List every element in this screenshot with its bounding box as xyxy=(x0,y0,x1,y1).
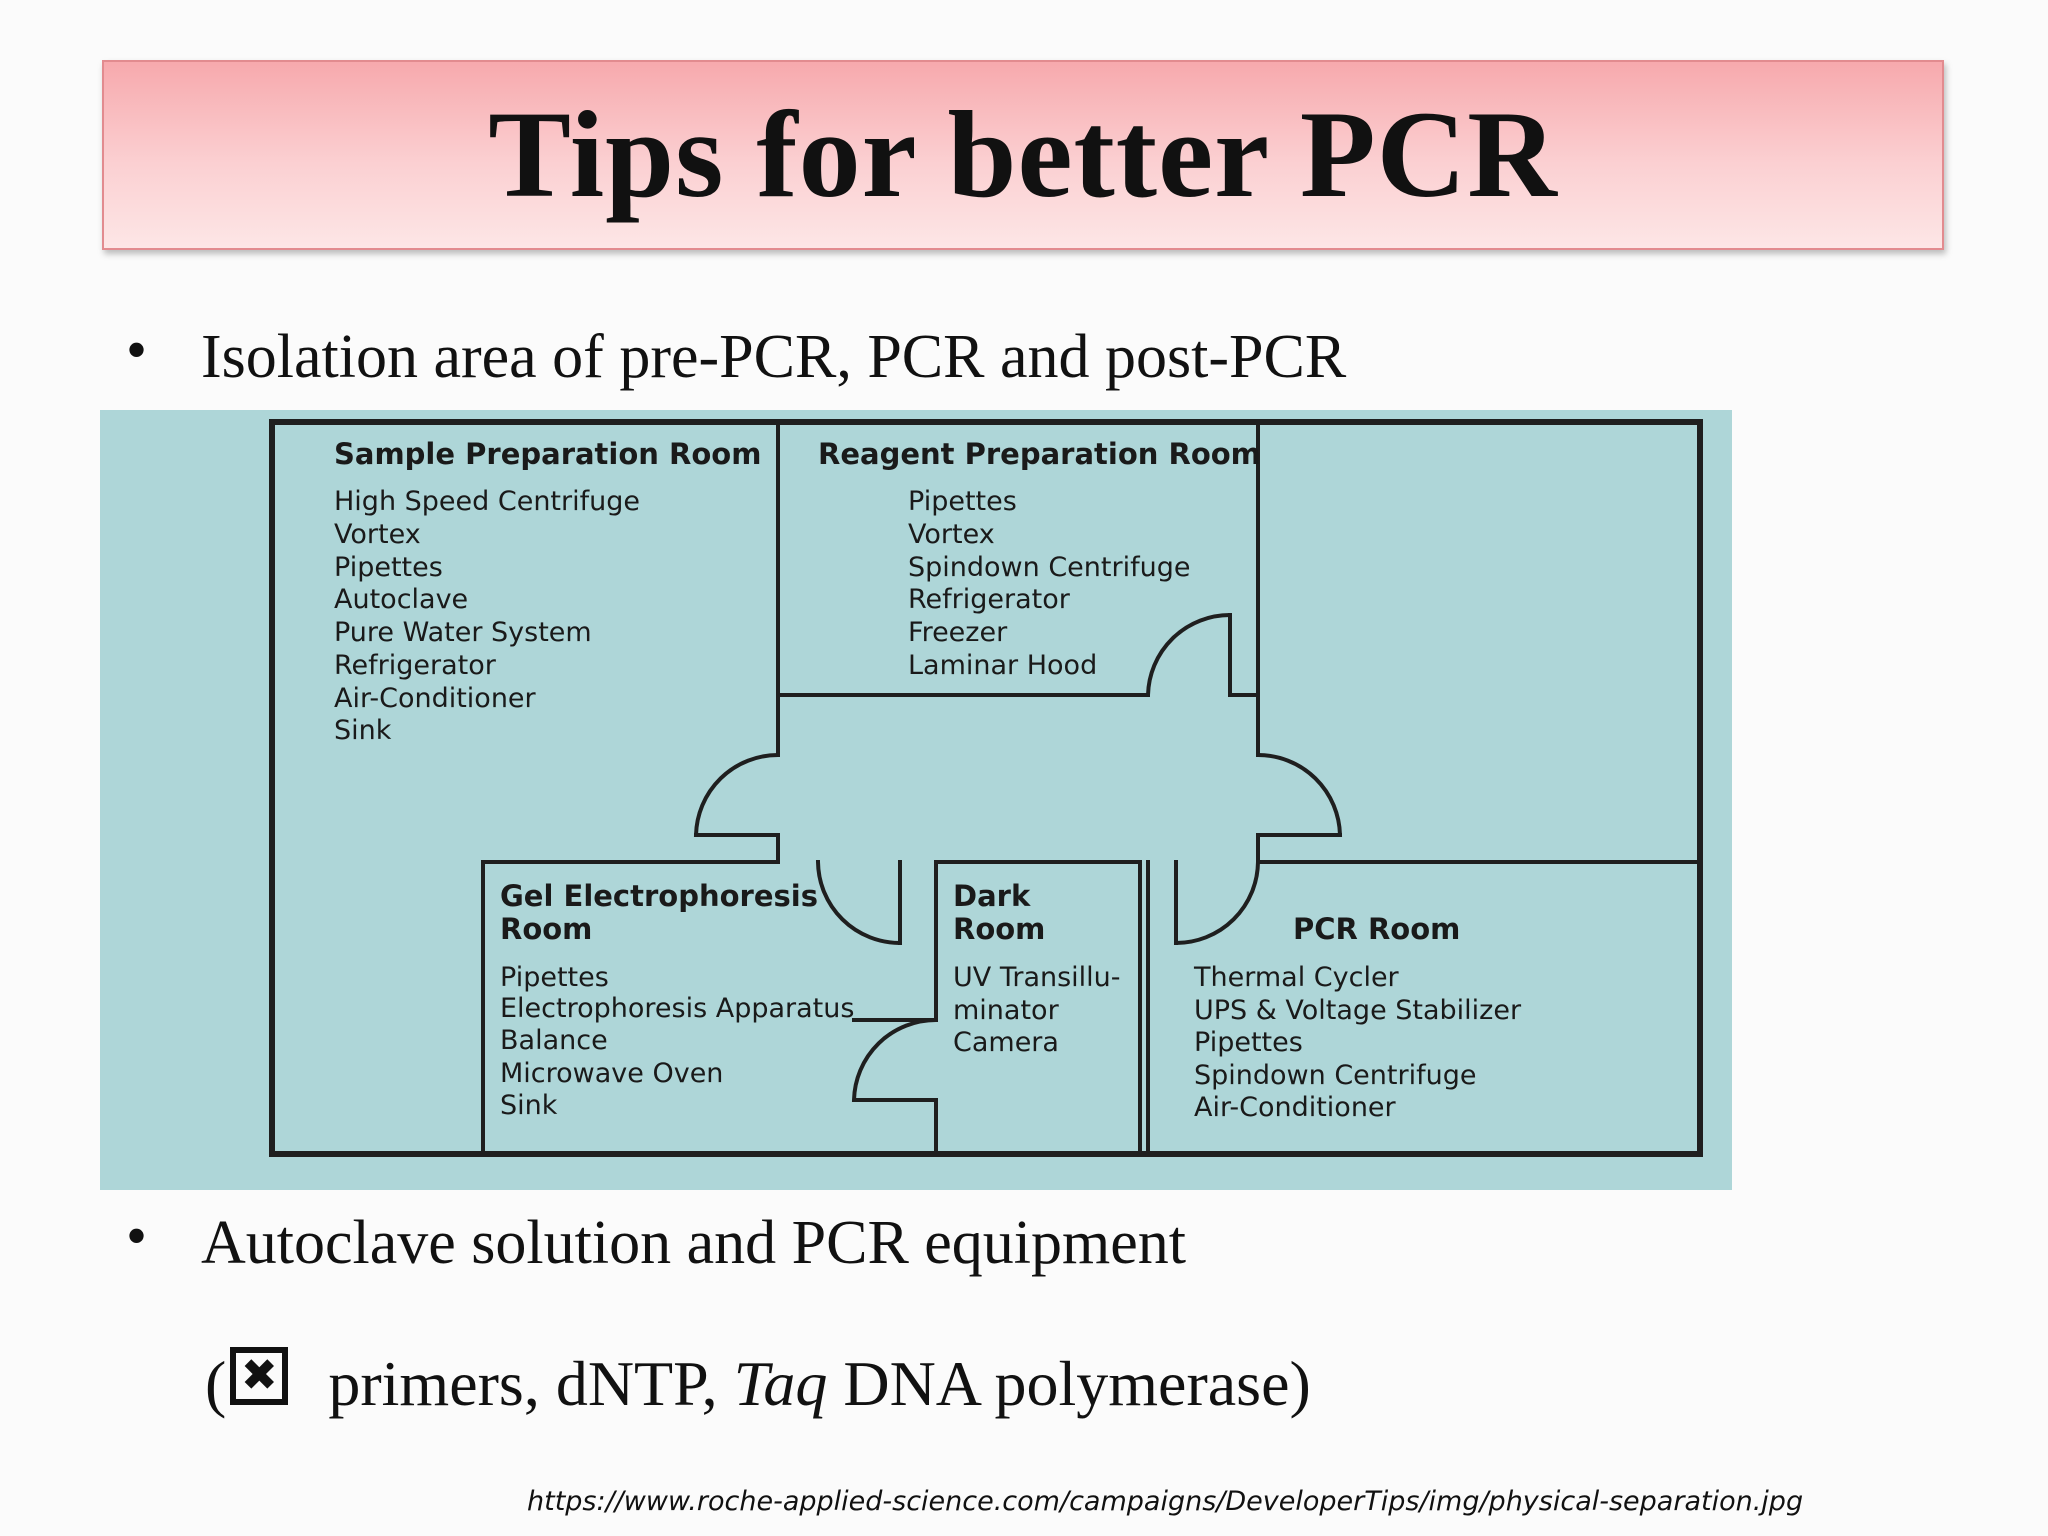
list-item: Pipettes xyxy=(334,552,443,583)
list-item: Electrophoresis Apparatus xyxy=(500,993,854,1024)
list-item: UV Transillu- xyxy=(953,962,1121,993)
bullet-text: Autoclave solution and PCR equipment xyxy=(201,1209,1187,1277)
list-item: Autoclave xyxy=(334,584,468,615)
room-title-gel-line1: Gel Electrophoresis xyxy=(500,879,818,913)
list-item: Spindown Centrifuge xyxy=(908,552,1190,583)
list-item: Freezer xyxy=(908,617,1008,648)
door-swing xyxy=(1255,752,1343,838)
pcr-items: Thermal Cycler UPS & Voltage Stabilizer … xyxy=(1193,962,1522,1123)
list-item: Vortex xyxy=(908,519,995,550)
room-title-dark-line1: Dark xyxy=(953,879,1031,913)
door-swing xyxy=(1145,612,1233,698)
open-paren: ( xyxy=(205,1348,227,1419)
list-item: High Speed Centrifuge xyxy=(334,486,640,517)
bullet-dot: • xyxy=(126,1203,148,1269)
list-item: Balance xyxy=(500,1025,608,1056)
bullet-dot: • xyxy=(126,317,148,383)
sub-bullet-text: primers, dNTP, xyxy=(312,1348,734,1419)
outer-wall xyxy=(269,419,1703,1157)
floor-plan-background xyxy=(100,410,1732,1190)
list-item: Air-Conditioner xyxy=(334,683,537,714)
list-item: Pipettes xyxy=(500,962,609,993)
taq-italic: Taq xyxy=(733,1348,828,1419)
list-item: Microwave Oven xyxy=(500,1058,723,1089)
list-item: Refrigerator xyxy=(334,650,497,681)
door-swing xyxy=(851,1017,939,1102)
gel-items: Pipettes Electrophoresis Apparatus Balan… xyxy=(500,962,854,1121)
door-swing xyxy=(693,752,781,838)
room-title-sample-prep: Sample Preparation Room xyxy=(334,437,761,471)
list-item: minator xyxy=(953,995,1060,1026)
x-mark: ✖ xyxy=(240,1350,278,1401)
reagent-prep-items: Pipettes Vortex Spindown Centrifuge Refr… xyxy=(908,486,1190,681)
list-item: Pure Water System xyxy=(334,617,592,648)
list-item: Sink xyxy=(500,1090,558,1121)
list-item: Camera xyxy=(953,1027,1059,1058)
room-title-pcr: PCR Room xyxy=(1293,912,1460,946)
dark-items: UV Transillu- minator Camera xyxy=(953,962,1121,1058)
title-banner: Tips for better PCR xyxy=(102,60,1944,250)
x-box-icon: ✖ xyxy=(230,1347,289,1405)
room-title-reagent-prep: Reagent Preparation Room xyxy=(818,437,1261,471)
list-item: Refrigerator xyxy=(908,584,1071,615)
slide-title: Tips for better PCR xyxy=(488,86,1558,223)
list-item: UPS & Voltage Stabilizer xyxy=(1194,995,1522,1026)
bullet-autoclave: • Autoclave solution and PCR equipment xyxy=(126,1206,1187,1277)
list-item: Vortex xyxy=(334,519,421,550)
room-title-dark-line2: Room xyxy=(953,912,1045,946)
sub-bullet-rest: DNA polymerase) xyxy=(827,1348,1311,1419)
list-item: Thermal Cycler xyxy=(1193,962,1400,993)
list-item: Pipettes xyxy=(1194,1027,1303,1058)
sub-bullet-exceptions: ( ✖ primers, dNTP, Taq DNA polymerase) xyxy=(205,1347,1311,1419)
door-swing xyxy=(815,859,903,946)
list-item: Laminar Hood xyxy=(908,650,1097,681)
list-item: Pipettes xyxy=(908,486,1017,517)
bullet-text: Isolation area of pre-PCR, PCR and post-… xyxy=(201,323,1347,391)
room-title-gel-line2: Room xyxy=(500,912,592,946)
list-item: Sink xyxy=(334,715,392,746)
bullet-isolation: • Isolation area of pre-PCR, PCR and pos… xyxy=(126,320,1347,391)
source-url: https://www.roche-applied-science.com/ca… xyxy=(527,1486,1804,1517)
door-swing xyxy=(1173,859,1261,946)
sample-prep-items: High Speed Centrifuge Vortex Pipettes Au… xyxy=(334,486,640,746)
list-item: Air-Conditioner xyxy=(1194,1092,1397,1123)
lab-floor-plan: Sample Preparation Room High Speed Centr… xyxy=(100,410,1732,1190)
list-item: Spindown Centrifuge xyxy=(1194,1060,1476,1091)
